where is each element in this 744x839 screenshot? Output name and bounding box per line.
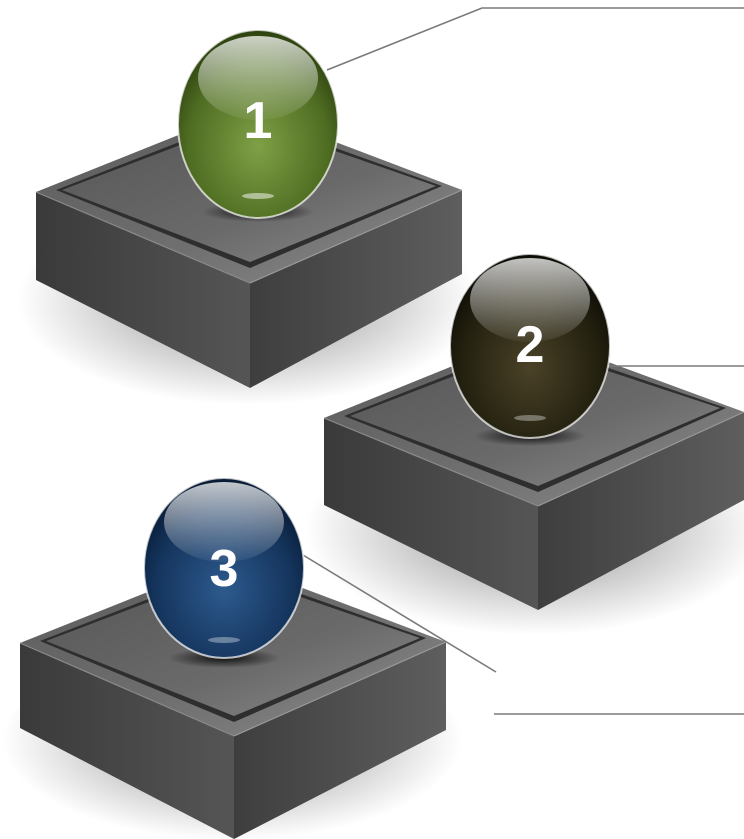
connector-line-1 (327, 8, 744, 70)
step-2-number: 2 (516, 316, 545, 374)
step-1-number: 1 (244, 92, 273, 150)
step-3-number: 3 (210, 540, 239, 598)
